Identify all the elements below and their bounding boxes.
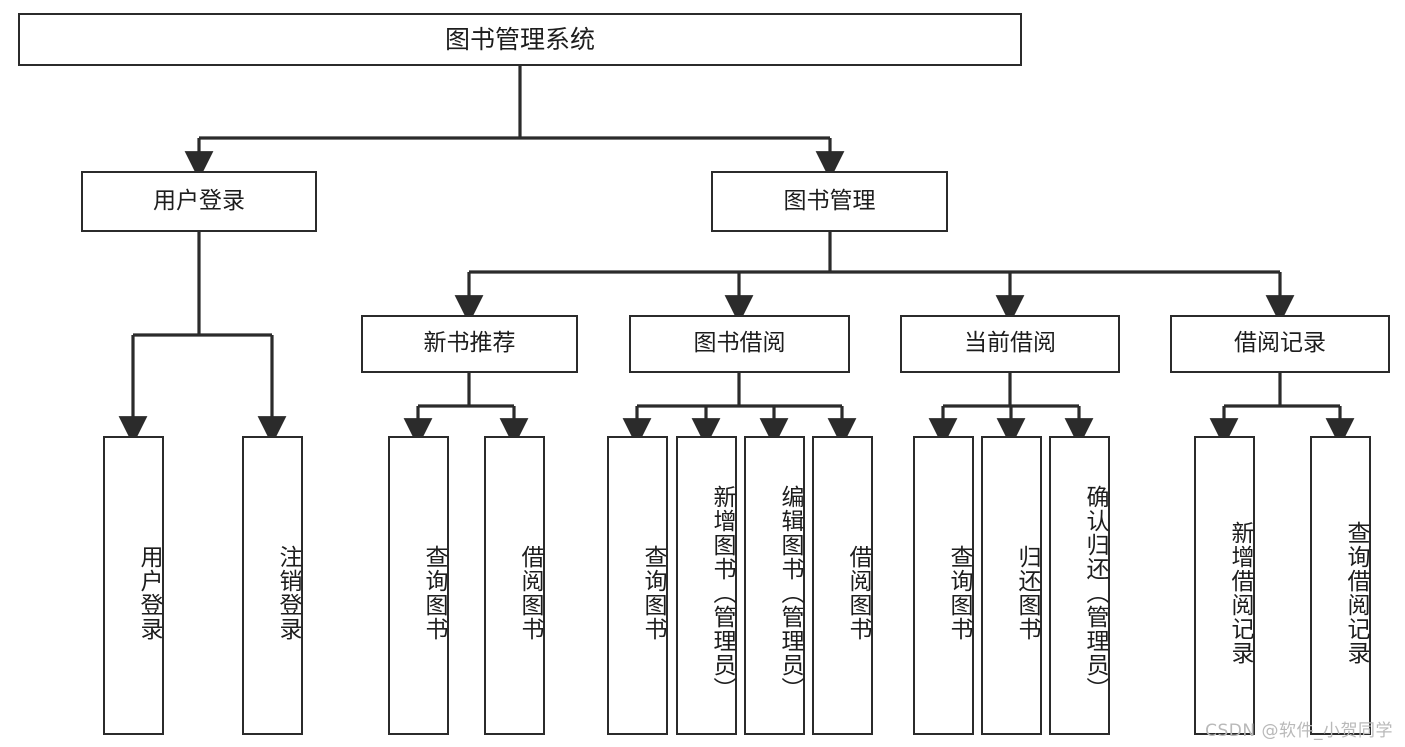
- node-leaf-add-book[interactable]: 新增图书（管理员）: [676, 436, 737, 735]
- node-leaf-add-record[interactable]: 新增借阅记录: [1194, 436, 1255, 735]
- node-book-management[interactable]: 图书管理: [711, 171, 948, 232]
- node-new-book-recommend-label: 新书推荐: [423, 330, 516, 357]
- node-new-book-recommend[interactable]: 新书推荐: [361, 315, 578, 373]
- node-leaf-add-record-label: 新增借阅记录: [1227, 520, 1253, 665]
- csdn-watermark: CSDN @软件_小贺同学: [1205, 721, 1393, 741]
- node-leaf-query-book-1[interactable]: 查询图书: [388, 436, 449, 735]
- node-leaf-query-book-2-label: 查询图书: [640, 544, 666, 641]
- node-leaf-logout-label: 注销登录: [275, 544, 301, 641]
- node-leaf-confirm-return[interactable]: 确认归还（管理员）: [1049, 436, 1110, 735]
- node-leaf-borrow-book-1[interactable]: 借阅图书: [484, 436, 545, 735]
- node-leaf-query-book-3[interactable]: 查询图书: [913, 436, 974, 735]
- node-leaf-confirm-return-label: 确认归还（管理员）: [1082, 484, 1108, 701]
- node-leaf-edit-book-label: 编辑图书（管理员）: [777, 484, 803, 701]
- node-leaf-logout[interactable]: 注销登录: [242, 436, 303, 735]
- node-leaf-borrow-book-1-label: 借阅图书: [517, 544, 543, 641]
- node-leaf-query-record[interactable]: 查询借阅记录: [1310, 436, 1371, 735]
- node-root-label: 图书管理系统: [444, 24, 595, 54]
- node-current-borrow[interactable]: 当前借阅: [900, 315, 1120, 373]
- node-borrow-record-label: 借阅记录: [1234, 330, 1326, 357]
- node-root[interactable]: 图书管理系统: [18, 13, 1022, 66]
- node-leaf-add-book-label: 新增图书（管理员）: [709, 484, 735, 701]
- node-leaf-query-book-2[interactable]: 查询图书: [607, 436, 668, 735]
- node-leaf-user-login[interactable]: 用户登录: [103, 436, 164, 735]
- node-user-login[interactable]: 用户登录: [81, 171, 317, 232]
- node-leaf-edit-book[interactable]: 编辑图书（管理员）: [744, 436, 805, 735]
- node-leaf-query-book-1-label: 查询图书: [421, 544, 447, 641]
- node-leaf-query-record-label: 查询借阅记录: [1343, 520, 1369, 665]
- node-book-borrow[interactable]: 图书借阅: [629, 315, 850, 373]
- node-leaf-return-book-label: 归还图书: [1014, 544, 1040, 641]
- node-user-login-label: 用户登录: [153, 187, 245, 214]
- node-book-management-label: 图书管理: [783, 187, 876, 214]
- node-leaf-query-book-3-label: 查询图书: [946, 544, 972, 641]
- node-current-borrow-label: 当前借阅: [964, 330, 1056, 357]
- node-leaf-borrow-book-2-label: 借阅图书: [845, 544, 871, 641]
- node-borrow-record[interactable]: 借阅记录: [1170, 315, 1390, 373]
- node-leaf-return-book[interactable]: 归还图书: [981, 436, 1042, 735]
- node-book-borrow-label: 图书借阅: [693, 330, 786, 357]
- node-leaf-borrow-book-2[interactable]: 借阅图书: [812, 436, 873, 735]
- node-leaf-user-login-label: 用户登录: [136, 544, 162, 641]
